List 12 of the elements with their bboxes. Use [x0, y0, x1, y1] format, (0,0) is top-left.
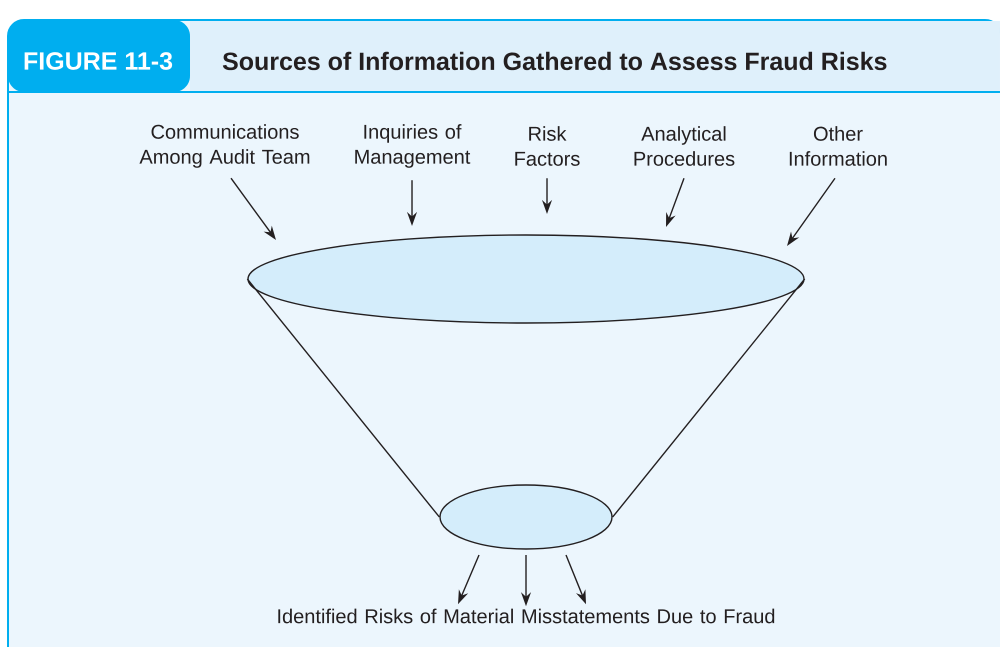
funnel-ellipse	[247, 234, 805, 324]
figure-label: FIGURE 11-3	[8, 20, 190, 92]
output-text: Identified Risks of Material Misstatements Due to Fraud	[278, 608, 774, 624]
funnel-side-line	[612, 278, 806, 518]
funnel-side-line	[246, 278, 440, 518]
funnel-ellipse	[439, 484, 613, 550]
source-text: Communications Among Audit Team	[139, 124, 310, 168]
source-text: Analytical Procedures	[634, 126, 734, 166]
source-text: Inquiries of Management	[355, 124, 470, 168]
source-text: Risk Factors	[515, 126, 580, 166]
title-band: Sources of Information Gathered to Assess Fraud Risks	[190, 21, 1000, 92]
source-text: Other Information	[790, 126, 887, 166]
